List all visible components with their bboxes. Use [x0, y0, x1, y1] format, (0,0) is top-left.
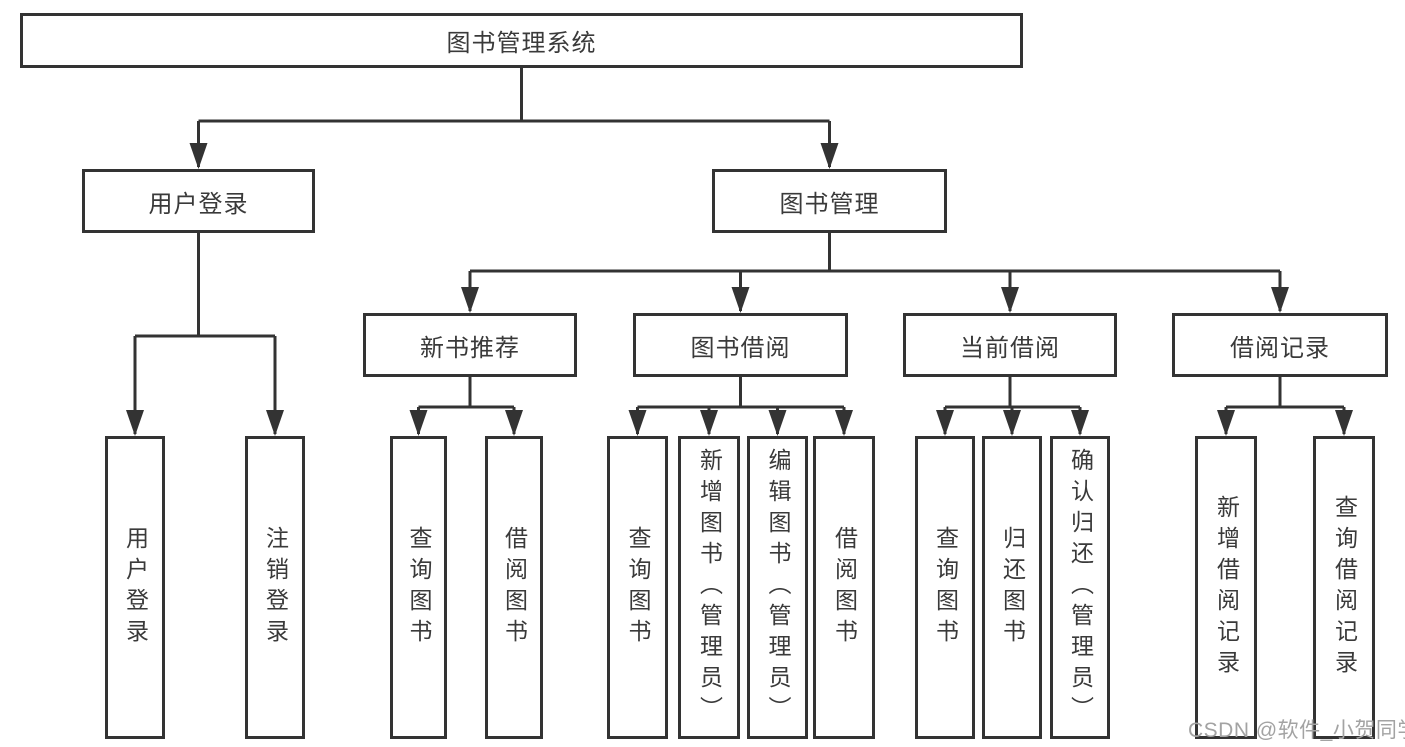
- leaf-br-query-record: 查询借阅记录: [1313, 436, 1375, 739]
- leaf-cb-query-books: 查询图书: [915, 436, 975, 739]
- leaf-user-login-label: 用户登录: [122, 525, 149, 650]
- node-new-book-recommend: 新书推荐: [363, 313, 577, 377]
- leaf-nbr-borrow-books: 借阅图书: [485, 436, 543, 739]
- node-root-system: 图书管理系统: [20, 13, 1023, 68]
- csdn-watermark: CSDN @软件_小贺同学: [1188, 719, 1405, 742]
- node-borrow-records-label: 借阅记录: [1230, 334, 1330, 362]
- node-book-borrow-label: 图书借阅: [690, 334, 791, 362]
- leaf-bb-add-books-admin-label: 新增图书（管理员）: [696, 448, 723, 727]
- leaf-cb-return-books-label: 归还图书: [999, 525, 1026, 650]
- leaf-bb-borrow-books-label: 借阅图书: [831, 525, 858, 650]
- node-current-borrow: 当前借阅: [903, 313, 1117, 377]
- leaf-br-add-record-label: 新增借阅记录: [1213, 494, 1240, 681]
- leaf-logout-label: 注销登录: [262, 525, 289, 650]
- leaf-cb-confirm-return-admin: 确认归还（管理员）: [1050, 436, 1110, 739]
- node-user-login: 用户登录: [82, 169, 315, 233]
- node-current-borrow-label: 当前借阅: [960, 334, 1060, 362]
- leaf-bb-edit-books-admin-label: 编辑图书（管理员）: [765, 448, 791, 727]
- node-book-management: 图书管理: [712, 169, 947, 233]
- leaf-user-login: 用户登录: [105, 436, 165, 739]
- node-book-borrow: 图书借阅: [633, 313, 848, 377]
- leaf-nbr-query-books: 查询图书: [390, 436, 447, 739]
- node-user-login-label: 用户登录: [148, 190, 249, 218]
- leaf-bb-edit-books-admin: 编辑图书（管理员）: [747, 436, 808, 739]
- leaf-bb-borrow-books: 借阅图书: [813, 436, 875, 739]
- node-new-book-recommend-label: 新书推荐: [420, 334, 520, 362]
- node-borrow-records: 借阅记录: [1172, 313, 1388, 377]
- arrowhead-icons: [126, 143, 1353, 436]
- leaf-bb-query-books-label: 查询图书: [625, 525, 651, 650]
- node-book-management-label: 图书管理: [779, 190, 880, 218]
- leaf-br-add-record: 新增借阅记录: [1195, 436, 1257, 739]
- leaf-cb-confirm-return-admin-label: 确认归还（管理员）: [1067, 448, 1094, 727]
- leaf-cb-query-books-label: 查询图书: [932, 525, 959, 650]
- leaf-logout: 注销登录: [245, 436, 305, 739]
- leaf-cb-return-books: 归还图书: [982, 436, 1042, 739]
- leaf-nbr-query-books-label: 查询图书: [406, 525, 432, 650]
- leaf-bb-query-books: 查询图书: [607, 436, 668, 739]
- node-root-label: 图书管理系统: [446, 30, 597, 57]
- leaf-bb-add-books-admin: 新增图书（管理员）: [678, 436, 740, 739]
- leaf-br-query-record-label: 查询借阅记录: [1331, 494, 1358, 681]
- leaf-nbr-borrow-books-label: 借阅图书: [501, 525, 528, 650]
